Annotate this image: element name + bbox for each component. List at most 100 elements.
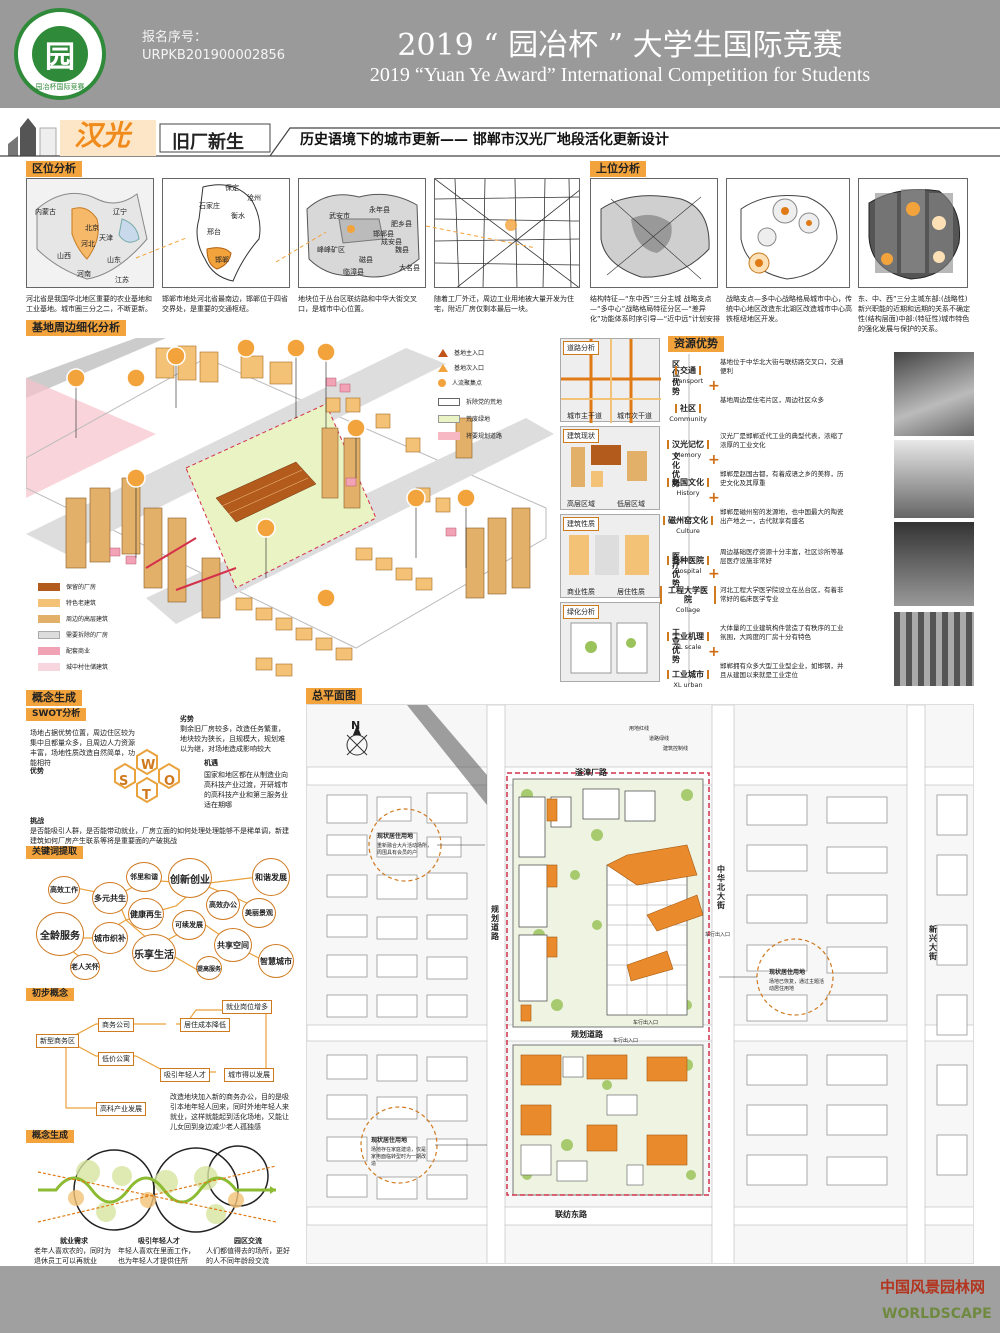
- keyword-bubble: 邻里和谐: [126, 862, 162, 892]
- photo-hospital: [894, 522, 974, 606]
- map-label: 肥乡县: [391, 220, 412, 228]
- swot-s-text: 场地占据优势位置，周边住区较为集中且都量众多，且周边人力资源丰富，场地性质改造自…: [30, 729, 135, 767]
- keyword-bubble: 智慧城市: [258, 944, 294, 978]
- road-label: 中华北大街: [717, 865, 725, 910]
- secondary-entrance-icon: [438, 363, 448, 372]
- callout-note: 场地已恢复，通过主题活动居住用地: [769, 979, 825, 992]
- brand-subtitle: 旧厂新生: [172, 132, 244, 153]
- strip-building-status: 建筑现状 高层区域 低层区域: [560, 426, 660, 510]
- plan-annotation: 车行出入口: [705, 932, 731, 938]
- location-caption-1: 河北省是我国华北地区重要的农业基地和工业基地。城市圈三分之二，不断更新。: [26, 295, 152, 313]
- prelim-node: 城市得以发展: [224, 1068, 274, 1082]
- plan-annotation: 车行出入口: [633, 1020, 659, 1026]
- prelim-description: 改造地块加入新的商务办公，目的是吸引本地年轻人回来，同时外地年轻人来就业，这样就…: [170, 1093, 289, 1131]
- photo-street: [894, 352, 974, 436]
- logo-caption: 园冶杯国际竞赛: [35, 83, 85, 91]
- prelim-node: 新型商务区: [36, 1034, 79, 1048]
- legend-item: 城中村住储建筑: [38, 662, 148, 671]
- location-connector-lines: [135, 225, 537, 263]
- swot-w-label: 劣势: [180, 715, 194, 723]
- swot-s-label: 优势: [30, 767, 44, 775]
- keyword-bubble: 高效工作: [48, 876, 80, 904]
- callout-note: 场地存在家庭建造，仅是家电面临转型时为一期改造: [371, 1147, 427, 1167]
- plan-annotation: 用地红线: [629, 726, 650, 732]
- swot-letter-t: T: [142, 788, 151, 803]
- keyword-bubble: 可续发展: [172, 910, 206, 940]
- map-label: 衡水: [231, 212, 245, 220]
- map-site-roads: [434, 178, 580, 288]
- swot-letter-s: S: [119, 774, 129, 789]
- gen-caption: 就业需求 老年人喜欢农的，同时为退休员工可以再就业: [34, 1237, 111, 1265]
- header-bar: [0, 0, 1000, 108]
- keyword-bubble: 健康再生: [128, 898, 164, 930]
- resource-group-culture: 文化优势: [672, 452, 680, 488]
- legend-item: 配套商业: [38, 646, 148, 655]
- location-caption-2: 邯郸市地处河北省最南边，邯郸位于四省交界处，是重要的交通枢纽。: [162, 295, 288, 313]
- keyword-bubble: 和谐发展: [252, 858, 290, 896]
- prelim-title: 初步概念: [26, 988, 75, 1001]
- map-label: 魏县: [395, 246, 409, 254]
- map-label: 河南: [77, 270, 91, 278]
- prelim-node: 吸引年轻人才: [160, 1068, 210, 1082]
- road-label: 规划道路: [491, 905, 499, 941]
- resource-divider: [688, 354, 690, 684]
- map-china-region: 内蒙古 辽宁 北京 天津 河北 山西 山东 河南 江苏: [26, 178, 154, 288]
- callout-label: 现状居住用地: [769, 969, 806, 976]
- callout-note: 重新融合大片活动场所，周围具有会员的户: [377, 843, 433, 856]
- legend-item: 拆除党的荒地: [438, 397, 548, 406]
- plan-annotation: 道路绿线: [649, 736, 670, 742]
- map-label: 大名县: [399, 264, 420, 272]
- keyword-bubble: 多元共生: [92, 882, 128, 914]
- plus-icon: +: [708, 378, 720, 394]
- legend-item: 基地主入口: [438, 348, 548, 357]
- map-label: 永年县: [369, 206, 390, 214]
- legend-item: 基地次入口: [438, 363, 548, 372]
- swot-letter-o: O: [164, 774, 176, 789]
- swot-hexagon-diagram: [114, 748, 180, 804]
- watermark-cn: 中国风景园林网: [880, 1278, 986, 1296]
- keyword-bubble: 乐享生活: [132, 934, 176, 972]
- road-label: 规划道路: [571, 1030, 603, 1039]
- prelim-node: 居住成本降低: [180, 1018, 230, 1032]
- north-arrow-label: N: [351, 719, 361, 732]
- keyword-bubble: 老人关怀: [70, 954, 100, 980]
- legend-item: 将要规划道路: [438, 431, 548, 440]
- legend-item: 荒废绿地: [438, 414, 548, 423]
- section-concept-title: 概念生成: [26, 690, 82, 706]
- competition-title-en: 2019 “Yuan Ye Award” International Compe…: [369, 64, 871, 86]
- map-label: 邯郸: [215, 256, 229, 264]
- map-label: 河北: [81, 240, 95, 248]
- plus-icon: +: [708, 644, 720, 660]
- keyword-bubble: 城市织补: [92, 922, 128, 954]
- keyword-title: 关键词提取: [26, 846, 84, 859]
- registration-number: URPKB201900002856: [142, 48, 286, 63]
- surrounding-legend-top: 基地主入口 基地次入口 人流聚集点 拆除党的荒地 荒废绿地 将要规划道路: [438, 348, 548, 440]
- keyword-bubble: 全龄服务: [36, 912, 84, 956]
- prelim-node: 就业岗位增多: [222, 1000, 272, 1014]
- road-label: 联纺东路: [555, 1210, 587, 1219]
- keyword-bubble: 美丽景观: [242, 898, 276, 928]
- resource-group-industry: 工业优势: [672, 628, 680, 664]
- map-label: 内蒙古: [35, 208, 56, 216]
- legend-item: 特色老建筑: [38, 598, 148, 607]
- location-caption-3: 地块位于丛台区联纺路和中华大街交叉口，是城市中心位置。: [298, 295, 417, 313]
- section-resources-title: 资源优势: [668, 336, 724, 352]
- brand-name: 汉光: [74, 119, 131, 152]
- watermark-en: WORLDSCAPE: [882, 1306, 992, 1322]
- competition-title-cn: 2019 “ 园冶杯 ” 大学生国际竞赛: [397, 28, 843, 63]
- swot-t-text: 是否能吸引人群，是否能带动就业，厂房立面的如何处理处理能够不是稀单调，新建建筑如…: [30, 827, 289, 845]
- logo-emblem: 园: [32, 26, 88, 82]
- map-label: 磁县: [359, 256, 373, 264]
- map-label: 临漳县: [343, 268, 364, 276]
- section-plan-title: 总平面图: [306, 688, 362, 704]
- concept-generation-diagram: [37, 1145, 277, 1233]
- swot-t-label: 挑战: [30, 817, 44, 825]
- map-hebei-province: 保定 沧州 石家庄 衡水 邢台 邯郸: [162, 178, 290, 288]
- upper-caption-2: 战略支点—多中心战略格局城市中心，传统中心地区改造东北湖区改造城市中心高铁枢纽地…: [726, 295, 852, 323]
